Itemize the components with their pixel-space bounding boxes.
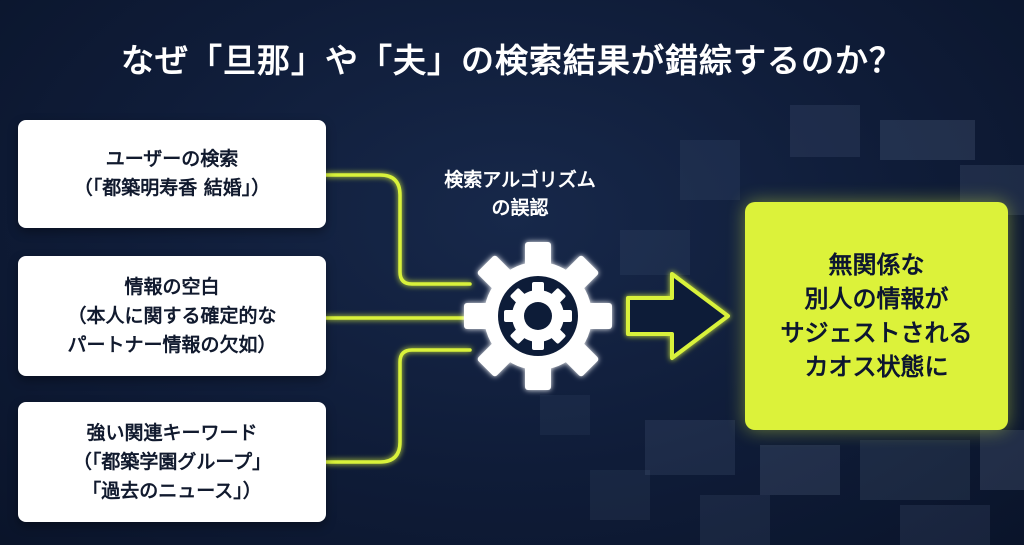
page-title: なぜ「旦那」や「夫」の検索結果が錯綜するのか？ — [121, 41, 903, 80]
process-label-line: 検索アルゴリズム — [444, 169, 596, 191]
input-card-line: ユーザーの検索 — [105, 148, 239, 170]
decor-block — [860, 440, 970, 500]
decor-block — [900, 505, 990, 545]
result-line: サジェストされる — [780, 319, 973, 347]
gear-icon — [464, 242, 612, 390]
input-card-info-gap: 情報の空白 （本人に関する確定的な パートナー情報の欠如） — [18, 256, 326, 376]
decor-block — [645, 420, 735, 475]
input-card-line: 強い関連キーワード — [86, 421, 258, 444]
input-card-line: 「過去のニュース」） — [82, 479, 262, 502]
result-line: 無関係な — [828, 251, 925, 279]
decor-block — [760, 445, 840, 495]
decor-block — [790, 105, 860, 157]
result-line: 別人の情報が — [804, 285, 949, 313]
input-card-user-search: ユーザーの検索 （「都築明寿香 結婚」） — [18, 120, 326, 228]
input-card-line: （本人に関する確定的な — [67, 304, 277, 327]
arrow-right-icon — [626, 272, 730, 360]
result-line: カオス状態に — [804, 353, 949, 381]
decor-block — [620, 230, 690, 275]
input-card-keywords: 強い関連キーワード （「都築学園グループ」 「過去のニュース」） — [18, 402, 326, 522]
decor-block — [980, 430, 1024, 490]
input-card-line: パートナー情報の欠如） — [67, 333, 277, 356]
connector-input-3 — [324, 348, 472, 464]
decor-block — [540, 395, 590, 435]
input-card-line: （「都築明寿香 結婚」） — [73, 177, 271, 199]
connector-input-1 — [324, 173, 472, 286]
decor-block — [700, 495, 770, 545]
input-card-line: （「都築学園グループ」 — [72, 450, 272, 473]
process-label: 検索アルゴリズム の誤認 — [430, 166, 610, 222]
decor-block — [680, 140, 740, 200]
result-card: 無関係な 別人の情報が サジェストされる カオス状態に — [745, 202, 1008, 430]
input-card-line: 情報の空白 — [124, 275, 220, 298]
decor-block — [590, 470, 650, 520]
decor-block — [880, 120, 975, 160]
process-label-line: の誤認 — [491, 197, 549, 219]
